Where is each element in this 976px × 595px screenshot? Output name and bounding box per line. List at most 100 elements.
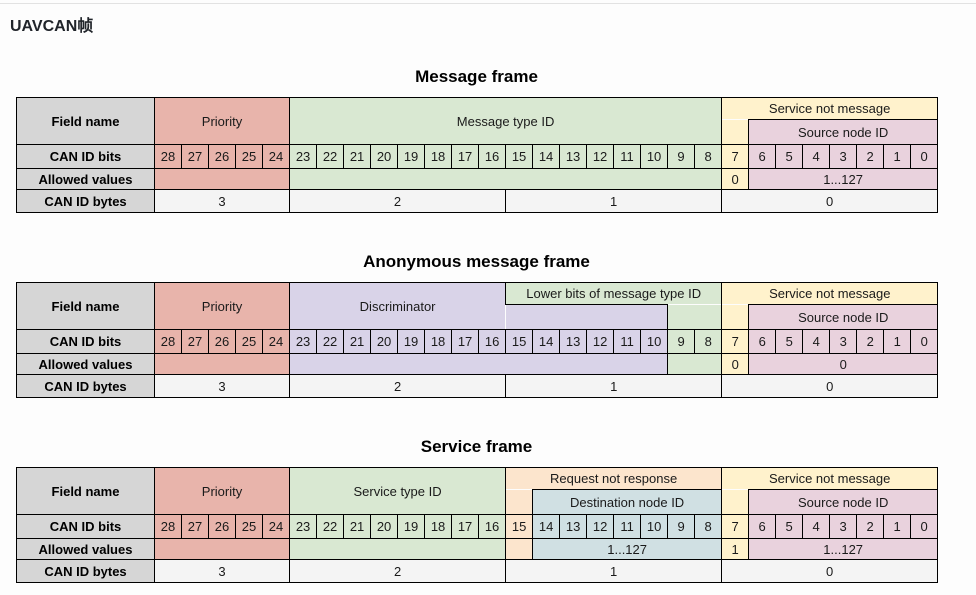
bit-cell-26: 26	[208, 329, 236, 354]
field-service-not-message: Service not message	[721, 467, 939, 490]
bit-cell-0: 0	[910, 514, 939, 539]
bit-cell-15: 15	[505, 514, 534, 539]
bit-cell-0: 0	[910, 329, 939, 354]
row-label-can-id-bits: CAN ID bits	[16, 144, 155, 169]
bit-cell-1: 1	[883, 144, 912, 169]
bit-cell-16: 16	[478, 329, 507, 354]
bit-cell-15: 15	[505, 144, 534, 169]
row-label-field-name: Field name	[16, 97, 155, 145]
bit-cell-4: 4	[802, 144, 831, 169]
page-title: UAVCAN帧	[10, 18, 94, 35]
byte-1: 1	[505, 189, 723, 213]
bit-cell-28: 28	[154, 329, 182, 354]
bit-cell-13: 13	[559, 329, 588, 354]
byte-3: 3	[153, 559, 291, 583]
field-priority: Priority	[153, 282, 291, 330]
bit-cell-19: 19	[397, 514, 426, 539]
bit-cell-6: 6	[748, 329, 777, 354]
bit-cell-6: 6	[748, 144, 777, 169]
allowed-destination-node-id: 1...127	[532, 538, 723, 560]
field-source-node-id: Source node ID	[748, 304, 939, 330]
frame-title: Message frame	[415, 67, 538, 86]
row-label-field-name: Field name	[16, 467, 155, 515]
bit-cell-20: 20	[370, 514, 399, 539]
field-discriminator-lower-bits	[505, 304, 669, 330]
field-message-type-id: Message type ID	[289, 97, 723, 145]
bit-cell-23: 23	[289, 329, 318, 354]
bit-cell-1: 1	[883, 514, 912, 539]
bit-cell-20: 20	[370, 329, 399, 354]
bit-cell-11: 11	[613, 514, 642, 539]
bit-cell-9: 9	[667, 514, 696, 539]
byte-0: 0	[721, 189, 939, 213]
allowed-lower-bits	[667, 353, 723, 375]
byte-3: 3	[153, 189, 291, 213]
bit-cell-25: 25	[235, 329, 263, 354]
field-service-not-message: Service not message	[721, 282, 939, 305]
frame-title: Anonymous message frame	[363, 252, 590, 271]
bit-cell-5: 5	[775, 144, 804, 169]
field-source-node-id: Source node ID	[748, 119, 939, 145]
byte-1: 1	[505, 559, 723, 583]
bit-cell-5: 5	[775, 329, 804, 354]
bit-cell-10: 10	[640, 144, 669, 169]
bit-cell-21: 21	[343, 144, 372, 169]
bit-cell-0: 0	[910, 144, 939, 169]
allowed-source-node-id: 1...127	[748, 538, 939, 560]
field-destination-node-id: Destination node ID	[532, 489, 723, 515]
bit-cell-7: 7	[721, 514, 750, 539]
bit-cell-2: 2	[856, 329, 885, 354]
bit-cell-12: 12	[586, 329, 615, 354]
bit-cell-3: 3	[829, 514, 858, 539]
bit-cell-9: 9	[667, 329, 696, 354]
bit-cell-8: 8	[694, 329, 723, 354]
field-request-not-response: Request not response	[505, 467, 723, 490]
bit-cell-22: 22	[316, 329, 345, 354]
row-label-can-id-bytes: CAN ID bytes	[16, 559, 155, 583]
bit-cell-18: 18	[424, 144, 453, 169]
byte-1: 1	[505, 374, 723, 398]
byte-2: 2	[289, 559, 507, 583]
bit-cell-4: 4	[802, 329, 831, 354]
bit-cell-23: 23	[289, 514, 318, 539]
allowed-service-not-message: 0	[721, 353, 750, 375]
bit-cell-14: 14	[532, 514, 561, 539]
allowed-priority	[153, 168, 291, 190]
allowed-service-not-message: 0	[721, 168, 750, 190]
frame-title: Service frame	[420, 437, 533, 456]
bit-cell-11: 11	[613, 329, 642, 354]
bit-cell-19: 19	[397, 144, 426, 169]
bit-cell-1: 1	[883, 329, 912, 354]
bit-cell-2: 2	[856, 514, 885, 539]
top-divider	[0, 3, 976, 4]
bit-cell-6: 6	[748, 514, 777, 539]
bit-cell-22: 22	[316, 144, 345, 169]
bit-cell-17: 17	[451, 329, 480, 354]
bit-cell-20: 20	[370, 144, 399, 169]
bit-cell-24: 24	[261, 514, 291, 539]
bit-cell-25: 25	[235, 514, 263, 539]
bit-cell-24: 24	[261, 144, 291, 169]
bit-cell-21: 21	[343, 514, 372, 539]
row-label-allowed-values: Allowed values	[16, 538, 155, 560]
bit-cell-17: 17	[451, 144, 480, 169]
bit-cell-16: 16	[478, 514, 507, 539]
bit-cell-12: 12	[586, 514, 615, 539]
row-label-allowed-values: Allowed values	[16, 168, 155, 190]
field-request-not-response-bit15	[505, 489, 534, 515]
bit-cell-10: 10	[640, 514, 669, 539]
allowed-message-type-id	[289, 168, 723, 190]
row-label-can-id-bits: CAN ID bits	[16, 329, 155, 354]
bit-cell-15: 15	[505, 329, 534, 354]
field-discriminator: Discriminator	[289, 282, 507, 330]
field-priority: Priority	[153, 97, 291, 145]
allowed-source-node-id: 1...127	[748, 168, 939, 190]
bit-cell-18: 18	[424, 329, 453, 354]
bit-cell-28: 28	[154, 514, 182, 539]
bit-cell-8: 8	[694, 144, 723, 169]
row-label-allowed-values: Allowed values	[16, 353, 155, 375]
